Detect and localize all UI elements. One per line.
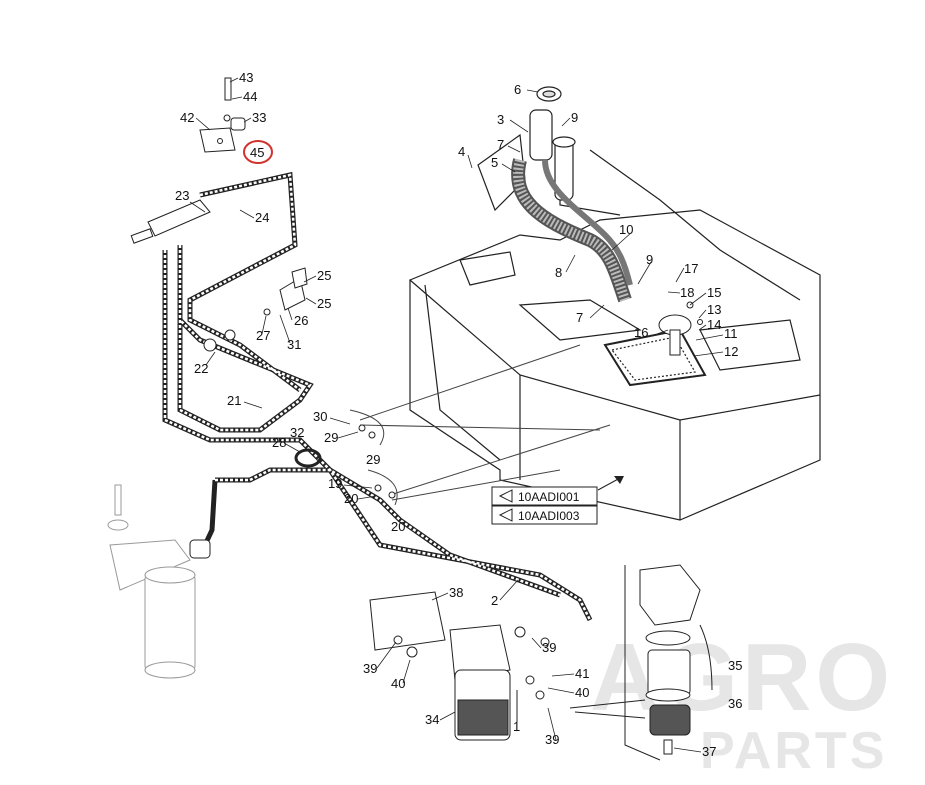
callout-12: 12: [724, 344, 738, 359]
reference-label-2: 10AADI003: [518, 509, 580, 523]
leader-lines: [189, 77, 724, 753]
reference-boxes: 10AADI001 10AADI003: [491, 476, 624, 525]
callout-1: 1: [513, 719, 520, 734]
callout-14: 14: [707, 317, 721, 332]
reference-label-1: 10AADI001: [518, 490, 580, 504]
callout-7b: 7: [576, 310, 583, 325]
watermark-line2: PARTS: [700, 722, 887, 780]
callout-25a: 25: [317, 268, 331, 283]
callout-39c: 39: [545, 732, 559, 747]
callout-labels: 43 44 42 33 45 23 24 25 25 26 27 31 22 2…: [175, 70, 742, 759]
callout-44: 44: [243, 89, 257, 104]
callout-31: 31: [287, 337, 301, 352]
callout-33: 33: [252, 110, 266, 125]
callout-25b: 25: [317, 296, 331, 311]
callout-8: 8: [555, 265, 562, 280]
callout-27: 27: [256, 328, 270, 343]
callout-7a: 7: [497, 137, 504, 152]
watermark: AGRO PARTS: [590, 624, 894, 780]
fuel-hose: [542, 159, 633, 286]
callout-39b: 39: [363, 661, 377, 676]
callout-6: 6: [514, 82, 521, 97]
callout-45: 45: [250, 145, 264, 160]
callout-29b: 29: [366, 452, 380, 467]
callout-13: 13: [707, 302, 721, 317]
callout-42: 42: [180, 110, 194, 125]
callout-22: 22: [194, 361, 208, 376]
callout-9a: 9: [571, 110, 578, 125]
filter-assembly-left: [107, 484, 211, 679]
callout-17: 17: [684, 261, 698, 276]
bracket-parts: [130, 77, 396, 499]
callout-15: 15: [707, 285, 721, 300]
callout-30: 30: [313, 409, 327, 424]
callout-40b: 40: [575, 685, 589, 700]
callout-20a: 20: [344, 491, 358, 506]
callout-29a: 29: [324, 430, 338, 445]
callout-41: 41: [575, 666, 589, 681]
callout-40a: 40: [391, 676, 405, 691]
callout-4: 4: [458, 144, 465, 159]
callout-43: 43: [239, 70, 253, 85]
fuel-tank: [408, 149, 821, 521]
fuel-filter-main: [369, 591, 550, 741]
callout-5: 5: [491, 155, 498, 170]
callout-16: 16: [634, 325, 648, 340]
watermark-line1: AGRO: [590, 624, 894, 731]
highlight-circle: [243, 140, 273, 164]
callout-18: 18: [680, 285, 694, 300]
callout-32: 32: [290, 425, 304, 440]
callout-26: 26: [294, 313, 308, 328]
callout-23: 23: [175, 188, 189, 203]
callout-9b: 9: [646, 252, 653, 267]
return-lines: [349, 344, 611, 506]
callout-20b: 20: [391, 519, 405, 534]
callout-28: 28: [272, 435, 286, 450]
callout-2: 2: [491, 593, 498, 608]
callout-3: 3: [497, 112, 504, 127]
callout-10: 10: [619, 222, 633, 237]
callout-24: 24: [255, 210, 269, 225]
callout-36: 36: [728, 696, 742, 711]
callout-37: 37: [702, 744, 716, 759]
callout-19: 19: [328, 476, 342, 491]
callout-21: 21: [227, 393, 241, 408]
callout-11: 11: [724, 326, 738, 341]
callout-39a: 39: [542, 640, 556, 655]
callout-34: 34: [425, 712, 439, 727]
callout-38: 38: [449, 585, 463, 600]
callout-35: 35: [728, 658, 742, 673]
fuel-filter-exploded: [569, 564, 713, 761]
